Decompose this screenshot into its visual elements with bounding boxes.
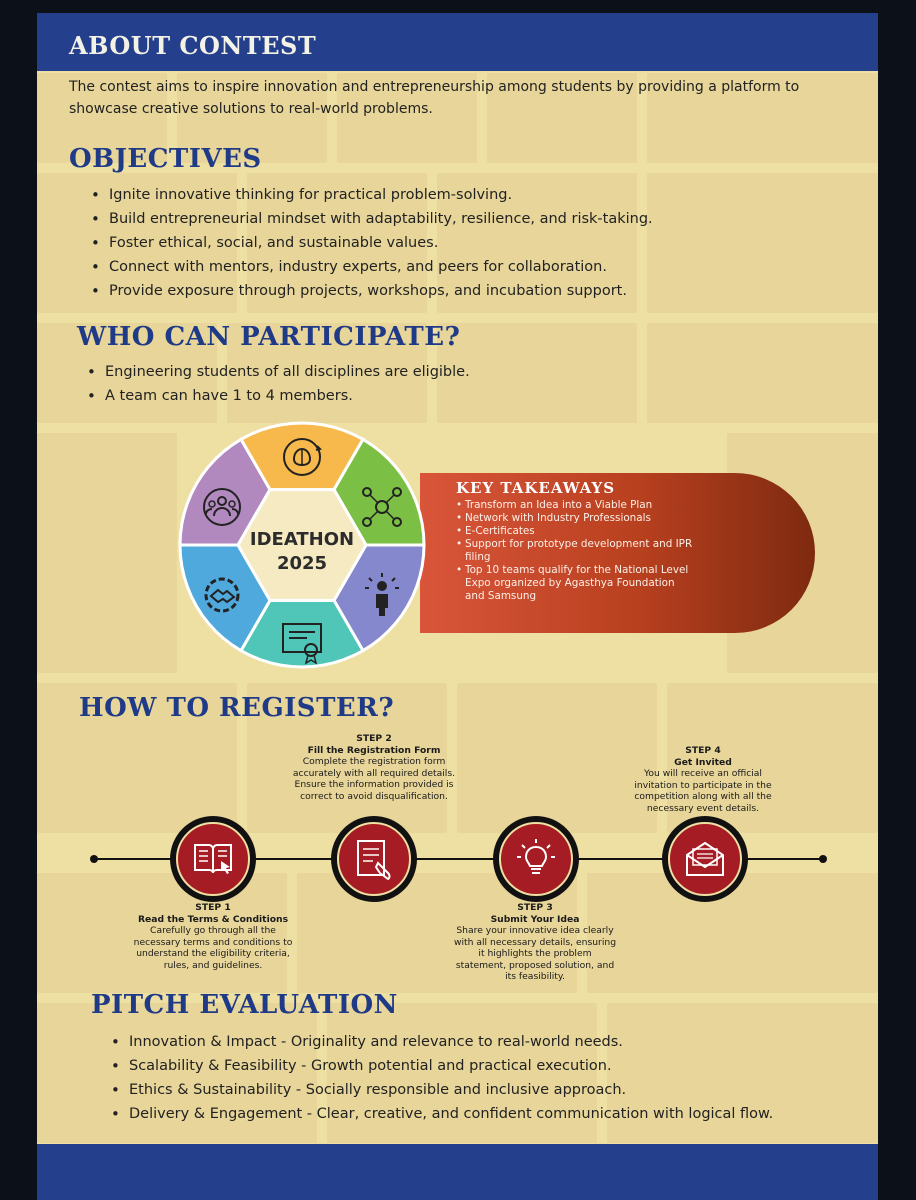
step-description: Share your innovative idea clearly with … [453, 925, 617, 982]
step-description: Carefully go through all the necessary t… [133, 925, 293, 971]
wheel-segment [238, 598, 366, 669]
wheel-segment [332, 437, 426, 547]
step-label: STEP 1 [195, 902, 231, 913]
list-item: Innovation & Impact - Originality and re… [107, 1030, 773, 1054]
ideathon-wheel: IDEATHON 2025 [177, 420, 427, 670]
pitch-heading: PITCH EVALUATION [91, 990, 398, 1020]
list-item: Scalability & Feasibility - Growth poten… [107, 1054, 773, 1078]
about-heading: ABOUT CONTEST [69, 31, 317, 60]
wheel-title: IDEATHON 2025 [177, 528, 427, 576]
certificate-icon [277, 616, 327, 666]
step-3-circle [493, 816, 579, 902]
list-item: A team can have 1 to 4 members. [83, 384, 470, 408]
step-4-circle [662, 816, 748, 902]
timeline-end-dot [819, 855, 827, 863]
idea-person-icon [357, 570, 407, 620]
list-item: Connect with mentors, industry experts, … [87, 255, 653, 279]
wheel-title-line2: 2025 [276, 553, 328, 574]
list-item: Build entrepreneurial mindset with adapt… [87, 207, 653, 231]
book-pointer-icon [194, 844, 232, 874]
about-text: The contest aims to inspire innovation a… [69, 79, 800, 117]
step-1-circle [170, 816, 256, 902]
step-label: STEP 3 [517, 902, 553, 913]
step-title: Fill the Registration Form [307, 744, 441, 756]
step-2-text: STEP 2 Fill the Registration Form Comple… [292, 733, 456, 802]
brain-cycle-icon [277, 432, 327, 482]
list-item: Top 10 teams qualify for the National Le… [456, 564, 694, 603]
step-description: Complete the registration form accuratel… [292, 756, 456, 802]
step-description: You will receive an official invitation … [634, 768, 772, 814]
step-label: STEP 2 [356, 733, 392, 744]
register-timeline [93, 858, 823, 860]
list-item: Engineering students of all disciplines … [83, 360, 470, 384]
list-item: Support for prototype development and IP… [456, 538, 694, 564]
step-label: STEP 4 [685, 745, 721, 756]
participate-list: Engineering students of all disciplines … [83, 360, 470, 408]
wheel-title-line1: IDEATHON [249, 529, 355, 550]
timeline-start-dot [90, 855, 98, 863]
step-title: Get Invited [674, 756, 732, 768]
key-takeaways-heading: KEY TAKEAWAYS [456, 479, 616, 497]
wheel-center-hexagon [236, 488, 368, 602]
envelope-icon [686, 841, 724, 876]
pitch-list: Innovation & Impact - Originality and re… [107, 1030, 773, 1126]
list-item: Ethics & Sustainability - Socially respo… [107, 1078, 773, 1102]
step-title: Submit Your Idea [490, 913, 580, 925]
key-takeaways-box: KEY TAKEAWAYS Transform an Idea into a V… [420, 473, 815, 633]
step-1-text: STEP 1 Read the Terms & Conditions Caref… [130, 902, 296, 971]
list-item: Network with Industry Professionals [456, 512, 694, 525]
flyer-page: ABOUT CONTEST The contest aims to inspir… [37, 13, 878, 1200]
lightbulb-icon [517, 839, 555, 874]
step-4-text: STEP 4 Get Invited You will receive an o… [627, 745, 779, 814]
list-item: Delivery & Engagement - Clear, creative,… [107, 1102, 773, 1126]
list-item: Provide exposure through projects, works… [87, 279, 653, 303]
objectives-heading: OBJECTIVES [69, 144, 262, 174]
list-item: Transform an Idea into a Viable Plan [456, 499, 694, 512]
participate-heading: WHO CAN PARTICIPATE? [77, 322, 461, 352]
key-takeaways-list: Transform an Idea into a Viable Plan Net… [456, 499, 694, 603]
objectives-list: Ignite innovative thinking for practical… [87, 183, 653, 303]
register-heading: HOW TO REGISTER? [79, 693, 395, 723]
list-item: Ignite innovative thinking for practical… [87, 183, 653, 207]
wheel-segment [178, 543, 272, 653]
list-item: Foster ethical, social, and sustainable … [87, 231, 653, 255]
list-item: E-Certificates [456, 525, 694, 538]
footer-band [37, 1144, 878, 1200]
header-band [37, 13, 878, 71]
step-3-text: STEP 3 Submit Your Idea Share your innov… [452, 902, 618, 983]
team-icon [197, 482, 247, 532]
step-title: Read the Terms & Conditions [137, 913, 289, 925]
wheel-segment [178, 437, 272, 547]
network-people-icon [357, 482, 407, 532]
step-2-circle [331, 816, 417, 902]
handshake-gear-icon [197, 570, 247, 620]
form-hand-icon [357, 840, 391, 881]
